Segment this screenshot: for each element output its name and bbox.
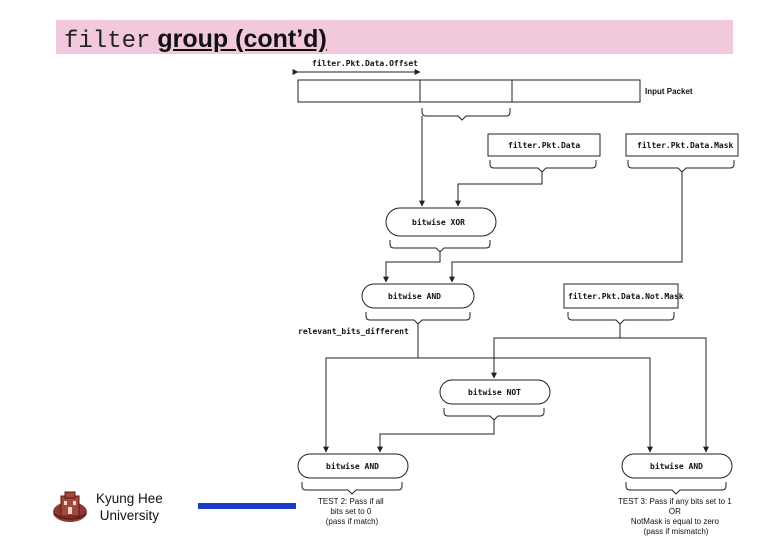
relevant-bits-label: relevant_bits_different — [298, 326, 409, 336]
not-box — [439, 379, 551, 405]
connector-mask-to-and — [449, 172, 683, 283]
test3-line-2: OR — [669, 507, 681, 516]
pkt-data-mask-brace — [627, 160, 735, 173]
university-name: Kyung Hee University — [96, 490, 163, 524]
not-mask-box — [563, 283, 679, 309]
title-code: filter — [64, 28, 151, 55]
input-packet-box — [297, 79, 641, 103]
pkt-data-mask-label: filter.Pkt.Data.Mask — [637, 140, 734, 150]
not-mask-label: filter.Pkt.Data.Not.Mask — [568, 291, 684, 301]
not-label: bitwise NOT — [468, 387, 521, 397]
connector-notmask-to-right — [620, 337, 709, 453]
test3-line-4: (pass if mismatch) — [644, 527, 709, 536]
packet-brace — [421, 108, 511, 121]
university-logo-icon — [53, 491, 87, 522]
pkt-data-label: filter.Pkt.Data — [508, 140, 580, 150]
connector-and-to-right — [418, 357, 653, 453]
and-middle-box — [361, 283, 475, 309]
input-packet-label: Input Packet — [645, 87, 693, 96]
filter-flow-diagram: filter.Pkt.Data.Offset Input Packet filt… — [292, 58, 739, 536]
test2-line-3: (pass if match) — [326, 517, 379, 526]
pkt-data-box — [487, 133, 601, 157]
and-left-brace — [301, 482, 403, 495]
xor-brace — [389, 240, 491, 253]
connector-not-to-left — [377, 420, 495, 453]
test2-line-2: bits set to 0 — [330, 507, 371, 516]
and-middle-brace — [365, 312, 471, 325]
test3-line-3: NotMask is equal to zero — [631, 517, 720, 526]
connector-notmask-to-not — [491, 324, 621, 379]
and-right-brace — [625, 482, 727, 495]
connector-xor-to-and — [383, 252, 441, 283]
and-right-box — [621, 453, 733, 479]
university-line-1: Kyung Hee — [96, 491, 163, 506]
test2-note: TEST 2: Pass if all bits set to 0 (pass … — [318, 497, 386, 526]
offset-label: filter.Pkt.Data.Offset — [312, 58, 418, 68]
and-middle-label: bitwise AND — [388, 291, 441, 301]
university-line-2: University — [99, 508, 160, 523]
and-left-label: bitwise AND — [326, 461, 379, 471]
page-title: filter group (cont’d) — [64, 24, 327, 57]
test3-line-1: TEST 3: Pass if any bits set to 1 — [618, 497, 732, 506]
pkt-data-brace — [489, 160, 597, 173]
and-right-label: bitwise AND — [650, 461, 703, 471]
test2-line-1: TEST 2: Pass if all — [318, 497, 384, 506]
footer-accent-bar — [198, 503, 296, 509]
test3-note: TEST 3: Pass if any bits set to 1 OR Not… — [618, 497, 734, 536]
and-left-box — [297, 453, 409, 479]
connector-data-to-xor — [455, 172, 543, 207]
xor-label: bitwise XOR — [412, 217, 465, 227]
xor-box — [385, 207, 497, 237]
pkt-data-mask-box — [625, 133, 739, 157]
title-text: group (cont’d) — [157, 25, 327, 53]
not-mask-brace — [567, 312, 675, 325]
title-bar — [56, 20, 733, 54]
not-brace — [443, 408, 545, 421]
connector-and-to-left — [323, 324, 419, 453]
